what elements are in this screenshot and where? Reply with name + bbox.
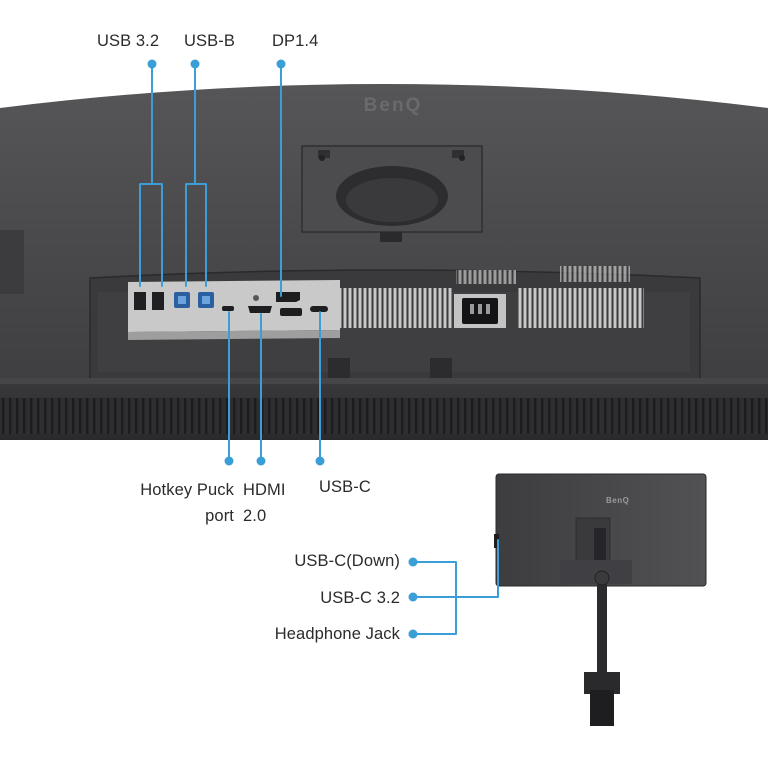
label-hdmi20: HDMI 2.0 — [243, 477, 286, 529]
brand-logo: BenQ — [364, 95, 423, 116]
label-usbb: USB-B — [184, 31, 235, 51]
stand-base — [590, 690, 614, 726]
label-dp14: DP1.4 — [272, 31, 318, 51]
label-hotkey-puck-line1: Hotkey Puck — [126, 477, 234, 503]
monitor-side-view: BenQ — [494, 474, 706, 726]
usb32-port-2 — [152, 292, 164, 310]
dp-port — [276, 292, 300, 302]
power-socket — [454, 294, 506, 328]
small-brand-logo: BenQ — [606, 496, 629, 505]
stand-column — [597, 578, 607, 682]
hotkey-puck-port — [222, 306, 234, 311]
port-panel — [128, 280, 340, 340]
left-bezel-recess — [0, 230, 24, 294]
label-hdmi-line2: 2.0 — [243, 503, 286, 529]
label-headphone-jack: Headphone Jack — [240, 624, 400, 644]
label-hdmi-line1: HDMI — [243, 477, 286, 503]
label-usbc32: USB-C 3.2 — [240, 588, 400, 608]
label-usbc-down: USB-C(Down) — [240, 551, 400, 571]
label-hotkey-puck-port: Hotkey Puck port — [126, 477, 234, 529]
bottom-vents — [0, 398, 768, 434]
usbc-port — [310, 306, 328, 312]
monitor-rear-view: BenQ — [0, 84, 768, 440]
vent-grille-right — [518, 288, 644, 328]
hdmi-port — [248, 306, 272, 313]
vent-grille-left — [340, 288, 452, 328]
label-usbc: USB-C — [319, 477, 371, 497]
label-hotkey-puck-line2: port — [126, 503, 234, 529]
usb32-port-1 — [134, 292, 146, 310]
stand-mount-plate — [302, 146, 482, 242]
label-usb32: USB 3.2 — [97, 31, 159, 51]
